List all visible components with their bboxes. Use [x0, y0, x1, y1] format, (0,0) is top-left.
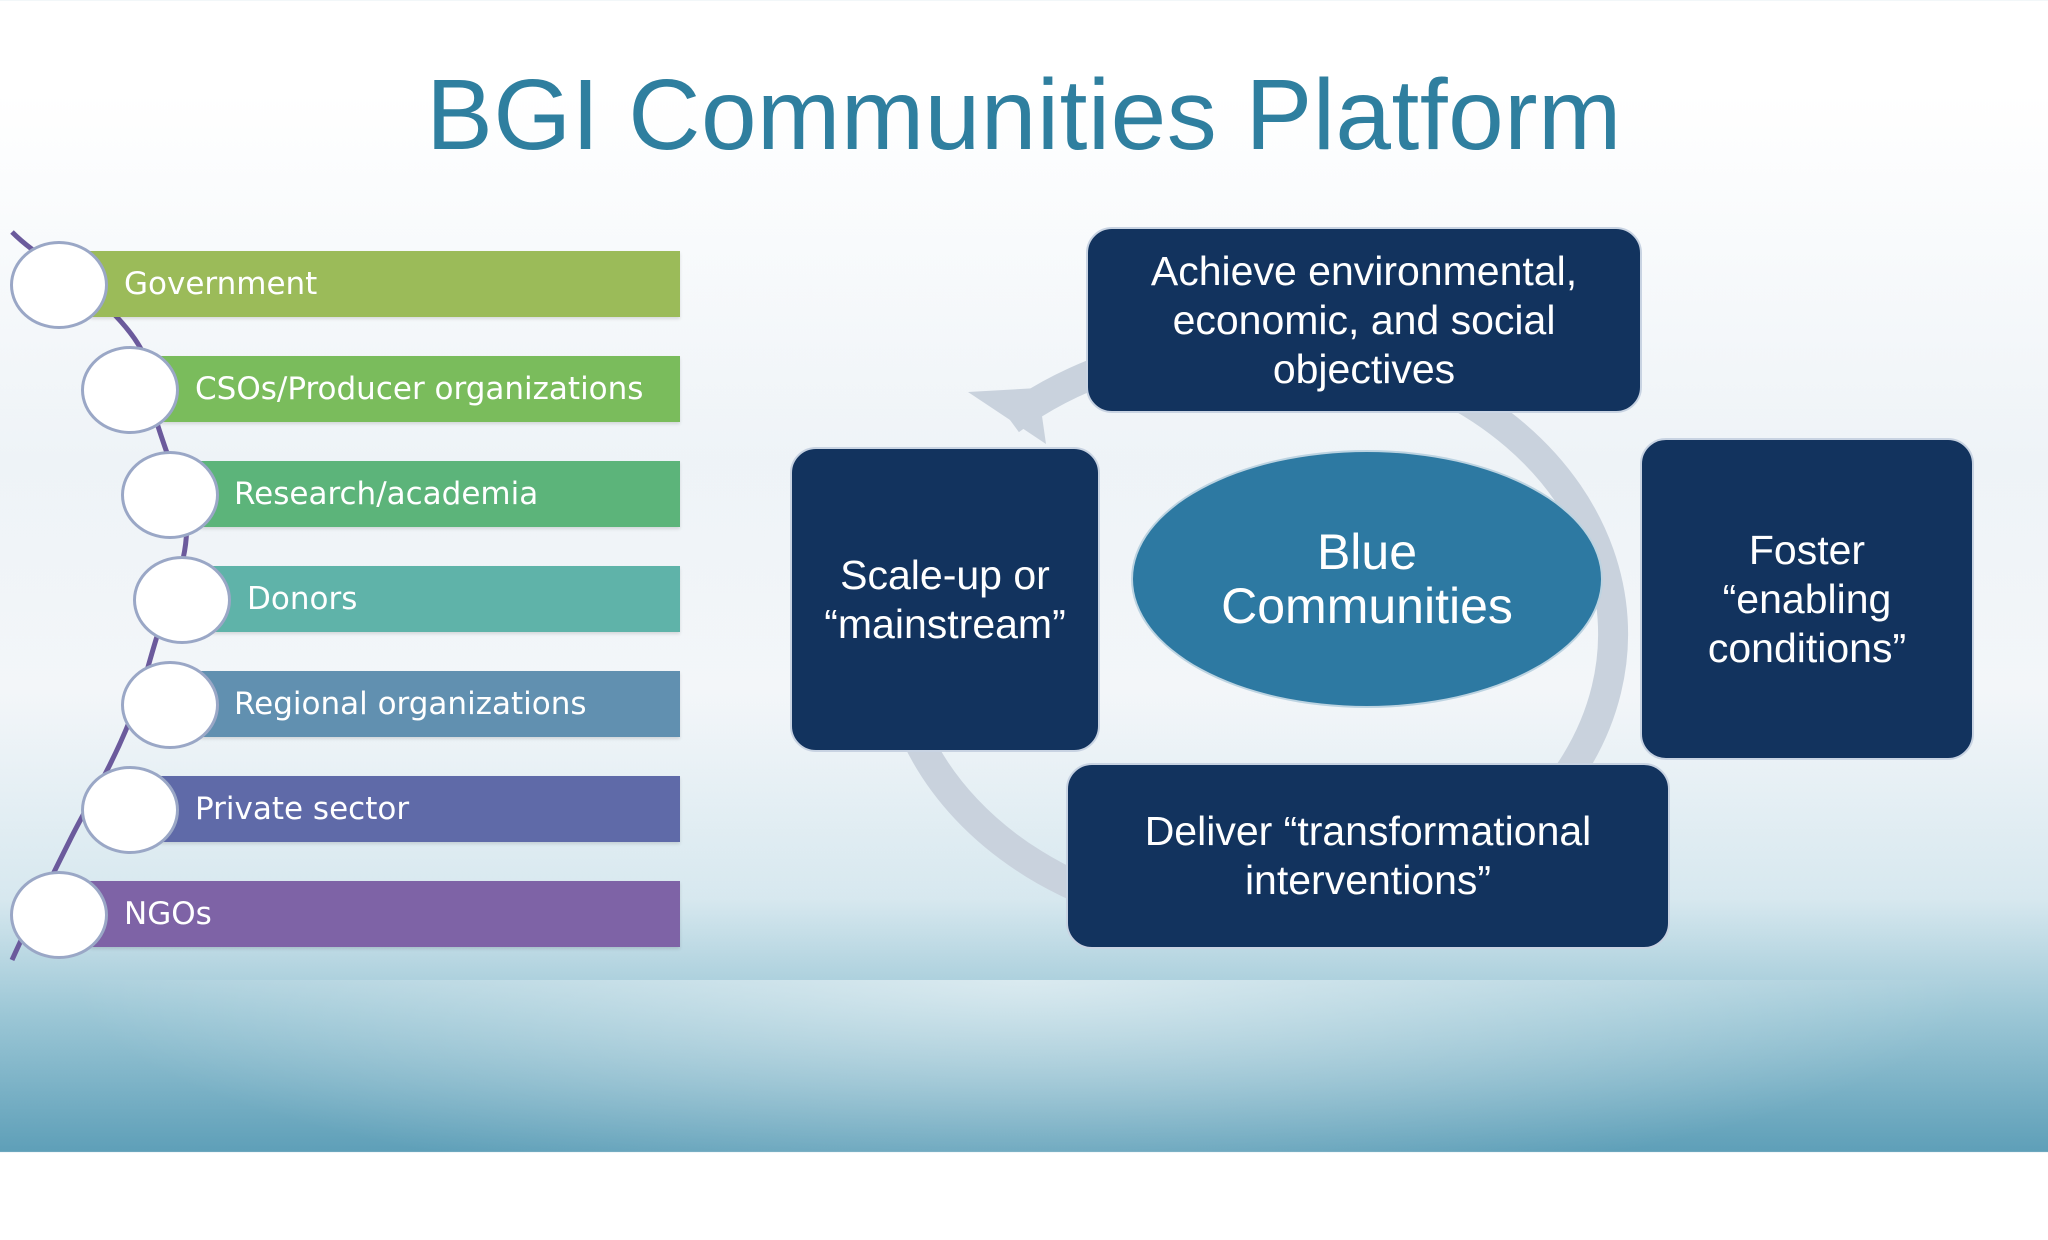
list-item-label: CSOs/Producer organizations [195, 371, 644, 407]
list-item: Government [90, 251, 680, 317]
bullet-circle [10, 241, 108, 329]
list-item-label: Donors [247, 581, 358, 617]
list-item-label: Government [124, 266, 318, 302]
list-item: Donors [212, 566, 680, 632]
list-item-label: Regional organizations [234, 686, 587, 722]
stakeholder-connector-line [9, 230, 189, 962]
objective-box-left: Scale-up or “mainstream” [790, 447, 1100, 752]
list-item: CSOs/Producer organizations [160, 356, 680, 422]
objective-text-right: Foster “enabling conditions” [1707, 526, 1907, 671]
bullet-circle [81, 346, 179, 434]
bullet-circle [133, 556, 231, 644]
bullet-circle [81, 766, 179, 854]
center-label: Blue Communities [1221, 524, 1513, 634]
objective-text-bottom: Deliver “transformational interventions” [1144, 808, 1592, 903]
list-item-label: Research/academia [234, 476, 539, 512]
objective-text-top: Achieve environmental, economic, and soc… [1150, 247, 1578, 392]
bullet-circle [121, 661, 219, 749]
list-item: Regional organizations [200, 671, 680, 737]
objective-text-left: Scale-up or “mainstream” [824, 551, 1066, 647]
cycle-arrowhead-icon [968, 388, 1046, 444]
list-item-label: Private sector [195, 791, 410, 827]
center-ellipse: Blue Communities [1131, 450, 1603, 708]
objective-box-top: Achieve environmental, economic, and soc… [1086, 227, 1642, 413]
objective-box-right: Foster “enabling conditions” [1640, 438, 1974, 760]
bullet-circle [10, 871, 108, 959]
bullet-circle [121, 451, 219, 539]
list-item-label: NGOs [124, 896, 212, 932]
slide-title: BGI Communities Platform [426, 59, 1622, 171]
list-item: Research/academia [200, 461, 680, 527]
list-item: NGOs [90, 881, 680, 947]
list-item: Private sector [160, 776, 680, 842]
objective-box-bottom: Deliver “transformational interventions” [1066, 763, 1670, 949]
